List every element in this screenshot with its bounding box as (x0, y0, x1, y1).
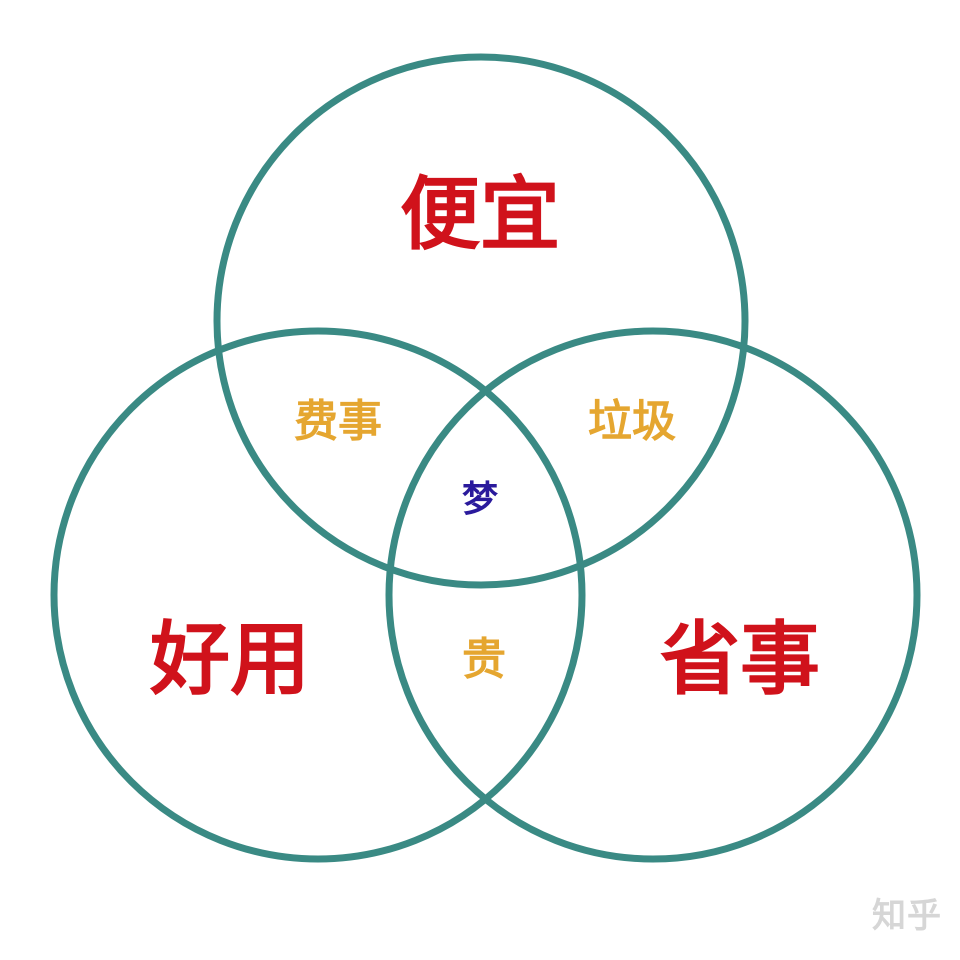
circle-top (213, 53, 749, 589)
label-hassle-free: 省事 (660, 613, 820, 706)
label-troublesome: 费事 (294, 396, 382, 447)
watermark: 知乎 (872, 896, 942, 936)
label-useful: 好用 (150, 613, 310, 706)
label-junk: 垃圾 (588, 396, 676, 447)
label-expensive: 贵 (462, 634, 506, 685)
label-cheap: 便宜 (400, 168, 560, 261)
circle-right (385, 327, 921, 863)
circle-left (50, 327, 586, 863)
label-dream: 梦 (461, 479, 499, 520)
